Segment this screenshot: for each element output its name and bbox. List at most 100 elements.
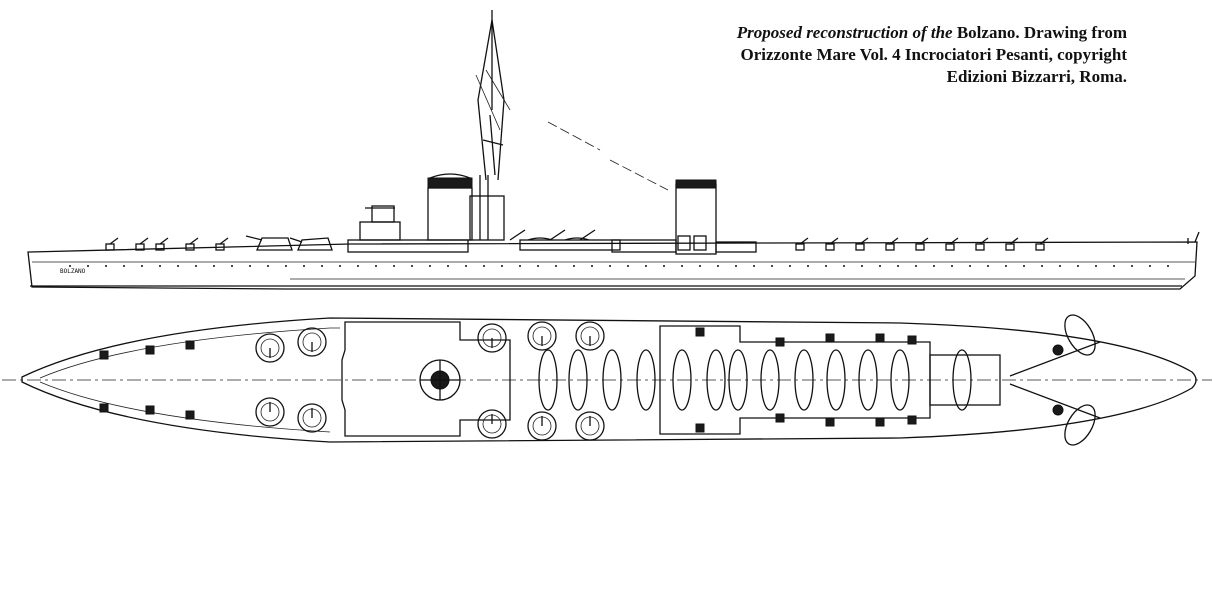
porthole <box>213 265 215 267</box>
porthole <box>1059 265 1061 267</box>
porthole <box>429 265 431 267</box>
porthole <box>1113 265 1115 267</box>
plan-fitting <box>875 333 885 343</box>
porthole <box>1167 265 1169 267</box>
porthole <box>735 265 737 267</box>
side-aa-gun <box>945 237 959 251</box>
plan-stern-catapults <box>1009 314 1101 446</box>
porthole <box>825 265 827 267</box>
porthole <box>1077 265 1079 267</box>
caption: Proposed reconstruction of the Bolzano. … <box>607 22 1127 88</box>
plan-boat <box>826 349 846 411</box>
porthole <box>447 265 449 267</box>
plan-turret <box>527 411 557 441</box>
plan-boat <box>602 349 622 411</box>
plan-fitting <box>775 413 785 423</box>
porthole <box>321 265 323 267</box>
porthole <box>1041 265 1043 267</box>
porthole <box>501 265 503 267</box>
plan-fitting <box>825 417 835 427</box>
plan-fitting <box>907 335 917 345</box>
porthole <box>699 265 701 267</box>
side-aa-gun <box>1005 237 1019 251</box>
side-aa-gun <box>885 237 899 251</box>
plan-fitting <box>907 415 917 425</box>
porthole <box>897 265 899 267</box>
plan-funnel-cap <box>419 359 461 401</box>
side-portholes <box>69 265 1169 267</box>
caption-line-2: Orizzonte Mare Vol. 4 Incrociatori Pesan… <box>740 45 1127 64</box>
porthole <box>645 265 647 267</box>
porthole <box>303 265 305 267</box>
porthole <box>195 265 197 267</box>
plan-boat <box>858 349 878 411</box>
porthole <box>771 265 773 267</box>
porthole <box>105 265 107 267</box>
porthole <box>753 265 755 267</box>
porthole <box>915 265 917 267</box>
porthole <box>123 265 125 267</box>
plan-turret <box>575 321 605 351</box>
side-aa-gun <box>215 237 229 251</box>
plan-deckhouse <box>341 321 1001 437</box>
plan-boat <box>538 349 558 411</box>
porthole <box>663 265 665 267</box>
plan-boat <box>760 349 780 411</box>
plan-fitting <box>185 340 195 350</box>
caption-ship-text: Bolzano. Drawing from <box>956 23 1127 42</box>
plan-turret <box>477 323 507 353</box>
plan-fitting <box>775 337 785 347</box>
porthole <box>285 265 287 267</box>
plan-fitting <box>99 403 109 413</box>
porthole <box>483 265 485 267</box>
porthole <box>843 265 845 267</box>
side-aa-gun <box>105 237 119 251</box>
plan-boat <box>672 349 692 411</box>
porthole <box>627 265 629 267</box>
caption-italic-text: Proposed reconstruction of the <box>736 23 953 42</box>
caption-line-1: Proposed reconstruction of the Bolzano. … <box>607 22 1127 44</box>
side-turret-a <box>245 235 293 251</box>
side-aa-gun <box>975 237 989 251</box>
plan-fitting <box>145 405 155 415</box>
plan-turrets <box>255 321 605 441</box>
plan-fitting <box>185 410 195 420</box>
porthole <box>249 265 251 267</box>
side-superstructure <box>347 173 505 253</box>
porthole <box>231 265 233 267</box>
plan-turret <box>297 403 327 433</box>
porthole <box>969 265 971 267</box>
hull-name-label: BOLZANO <box>60 268 86 275</box>
plan-boat <box>794 349 814 411</box>
side-aa-guns <box>105 237 1049 251</box>
porthole <box>177 265 179 267</box>
plan-boats <box>538 349 972 411</box>
porthole <box>141 265 143 267</box>
side-aa-gun <box>855 237 869 251</box>
side-aa-gun <box>915 237 929 251</box>
plan-fitting <box>695 423 705 433</box>
porthole <box>555 265 557 267</box>
plan-turret <box>477 409 507 439</box>
porthole <box>861 265 863 267</box>
porthole <box>339 265 341 267</box>
plan-hull <box>2 317 1212 443</box>
porthole <box>789 265 791 267</box>
porthole <box>951 265 953 267</box>
plan-boat <box>952 349 972 411</box>
porthole <box>411 265 413 267</box>
porthole <box>1005 265 1007 267</box>
porthole <box>465 265 467 267</box>
side-aa-gun <box>185 237 199 251</box>
porthole <box>1149 265 1151 267</box>
side-aa-gun <box>155 237 169 251</box>
porthole <box>1095 265 1097 267</box>
porthole <box>987 265 989 267</box>
side-hull <box>27 231 1200 290</box>
side-funnel <box>611 179 757 255</box>
side-aa-gun <box>135 237 149 251</box>
porthole <box>537 265 539 267</box>
